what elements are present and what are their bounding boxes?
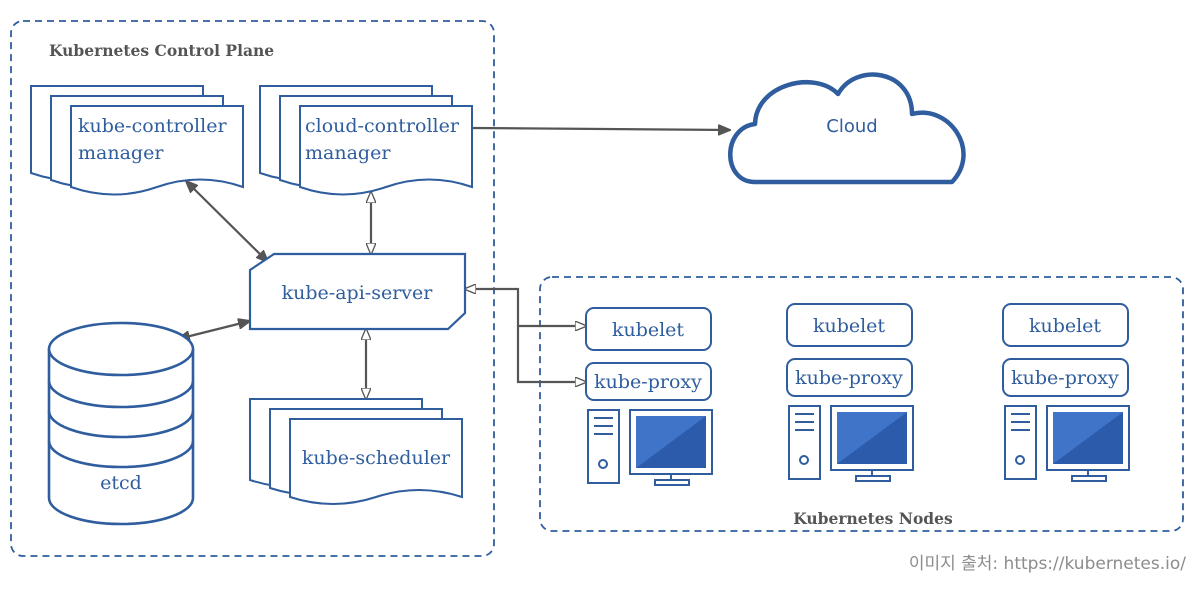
connectors [178, 128, 730, 399]
controller-api-connector [186, 181, 268, 262]
kube-api-server-label: kube-api-server [282, 282, 434, 304]
etcd: etcd [47, 321, 195, 526]
nodes-label: Kubernetes Nodes [793, 509, 953, 528]
computer-icon [587, 409, 713, 486]
control-plane-label: Kubernetes Control Plane [49, 41, 274, 60]
cloud-shape: Cloud [728, 72, 966, 185]
etcd-api-connector [178, 321, 250, 339]
cloud-label: Cloud [826, 116, 877, 137]
cloud-controller-manager-label-1: cloud-controller [305, 115, 460, 137]
worker-node: kubelet kube-proxy [786, 303, 914, 482]
kube-proxy-label: kube-proxy [594, 371, 702, 393]
kube-scheduler: kube-scheduler [249, 398, 463, 505]
kube-api-server: kube-api-server [248, 252, 467, 331]
kube-controller-manager-label-1: kube-controller [78, 115, 227, 137]
kubelet-label: kubelet [1029, 315, 1101, 337]
worker-node: kubelet kube-proxy [585, 307, 713, 486]
kube-proxy-label: kube-proxy [1011, 367, 1119, 389]
kubelet-label: kubelet [612, 319, 684, 341]
kube-proxy-label: kube-proxy [795, 367, 903, 389]
image-credit: 이미지 출처: https://kubernetes.io/ [908, 554, 1186, 574]
api-kubelet-connector [465, 289, 586, 326]
kube-controller-manager-label-2: manager [78, 142, 164, 164]
cloud-controller-cloud-connector [471, 128, 730, 130]
etcd-label: etcd [100, 472, 142, 494]
computer-icon [1004, 405, 1130, 482]
api-kube-proxy-connector [516, 326, 586, 382]
cloud-controller-manager-label-2: manager [305, 142, 391, 164]
kubelet-label: kubelet [813, 315, 885, 337]
kube-controller-manager: kube-controller manager [30, 85, 244, 196]
worker-node: kubelet kube-proxy [1002, 303, 1130, 482]
computer-icon [788, 405, 914, 482]
cloud-controller-manager: cloud-controller manager [259, 85, 473, 196]
kube-scheduler-label: kube-scheduler [302, 447, 451, 469]
nodes-group: Kubernetes Nodes [539, 276, 1184, 532]
